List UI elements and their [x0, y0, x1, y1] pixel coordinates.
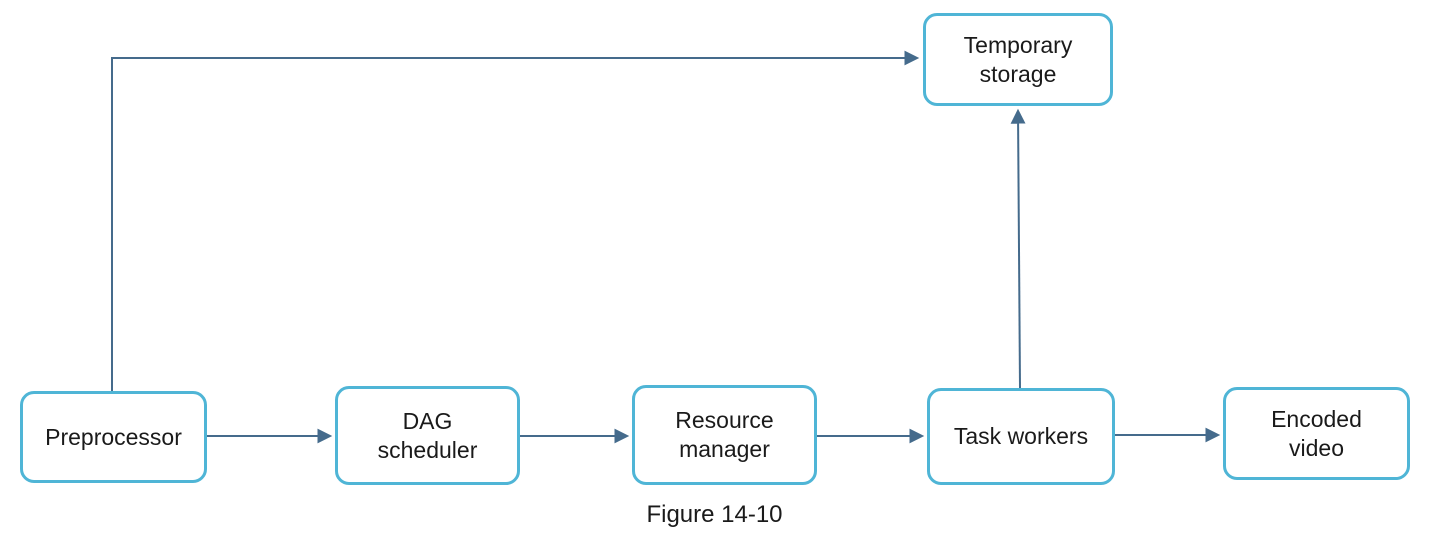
node-temporary-storage-label: Temporary storage — [963, 31, 1073, 87]
figure-caption: Figure 14-10 — [646, 501, 783, 528]
node-dag-scheduler: DAG scheduler — [335, 386, 520, 485]
node-task-workers: Task workers — [927, 388, 1115, 485]
node-resource-manager: Resource manager — [632, 385, 817, 485]
node-preprocessor: Preprocessor — [20, 391, 207, 483]
edge-preprocessor-to-temporary-storage — [111, 50, 920, 391]
node-task-workers-label: Task workers — [953, 423, 1089, 450]
node-encoded-video: Encoded video — [1223, 387, 1410, 480]
node-temporary-storage: Temporary storage — [923, 13, 1113, 106]
node-dag-scheduler-label: DAG scheduler — [377, 407, 478, 463]
node-preprocessor-label: Preprocessor — [45, 423, 182, 450]
edge-task-workers-to-temporary-storage — [1010, 108, 1026, 389]
node-encoded-video-label: Encoded video — [1271, 405, 1362, 461]
node-resource-manager-label: Resource manager — [675, 407, 774, 462]
